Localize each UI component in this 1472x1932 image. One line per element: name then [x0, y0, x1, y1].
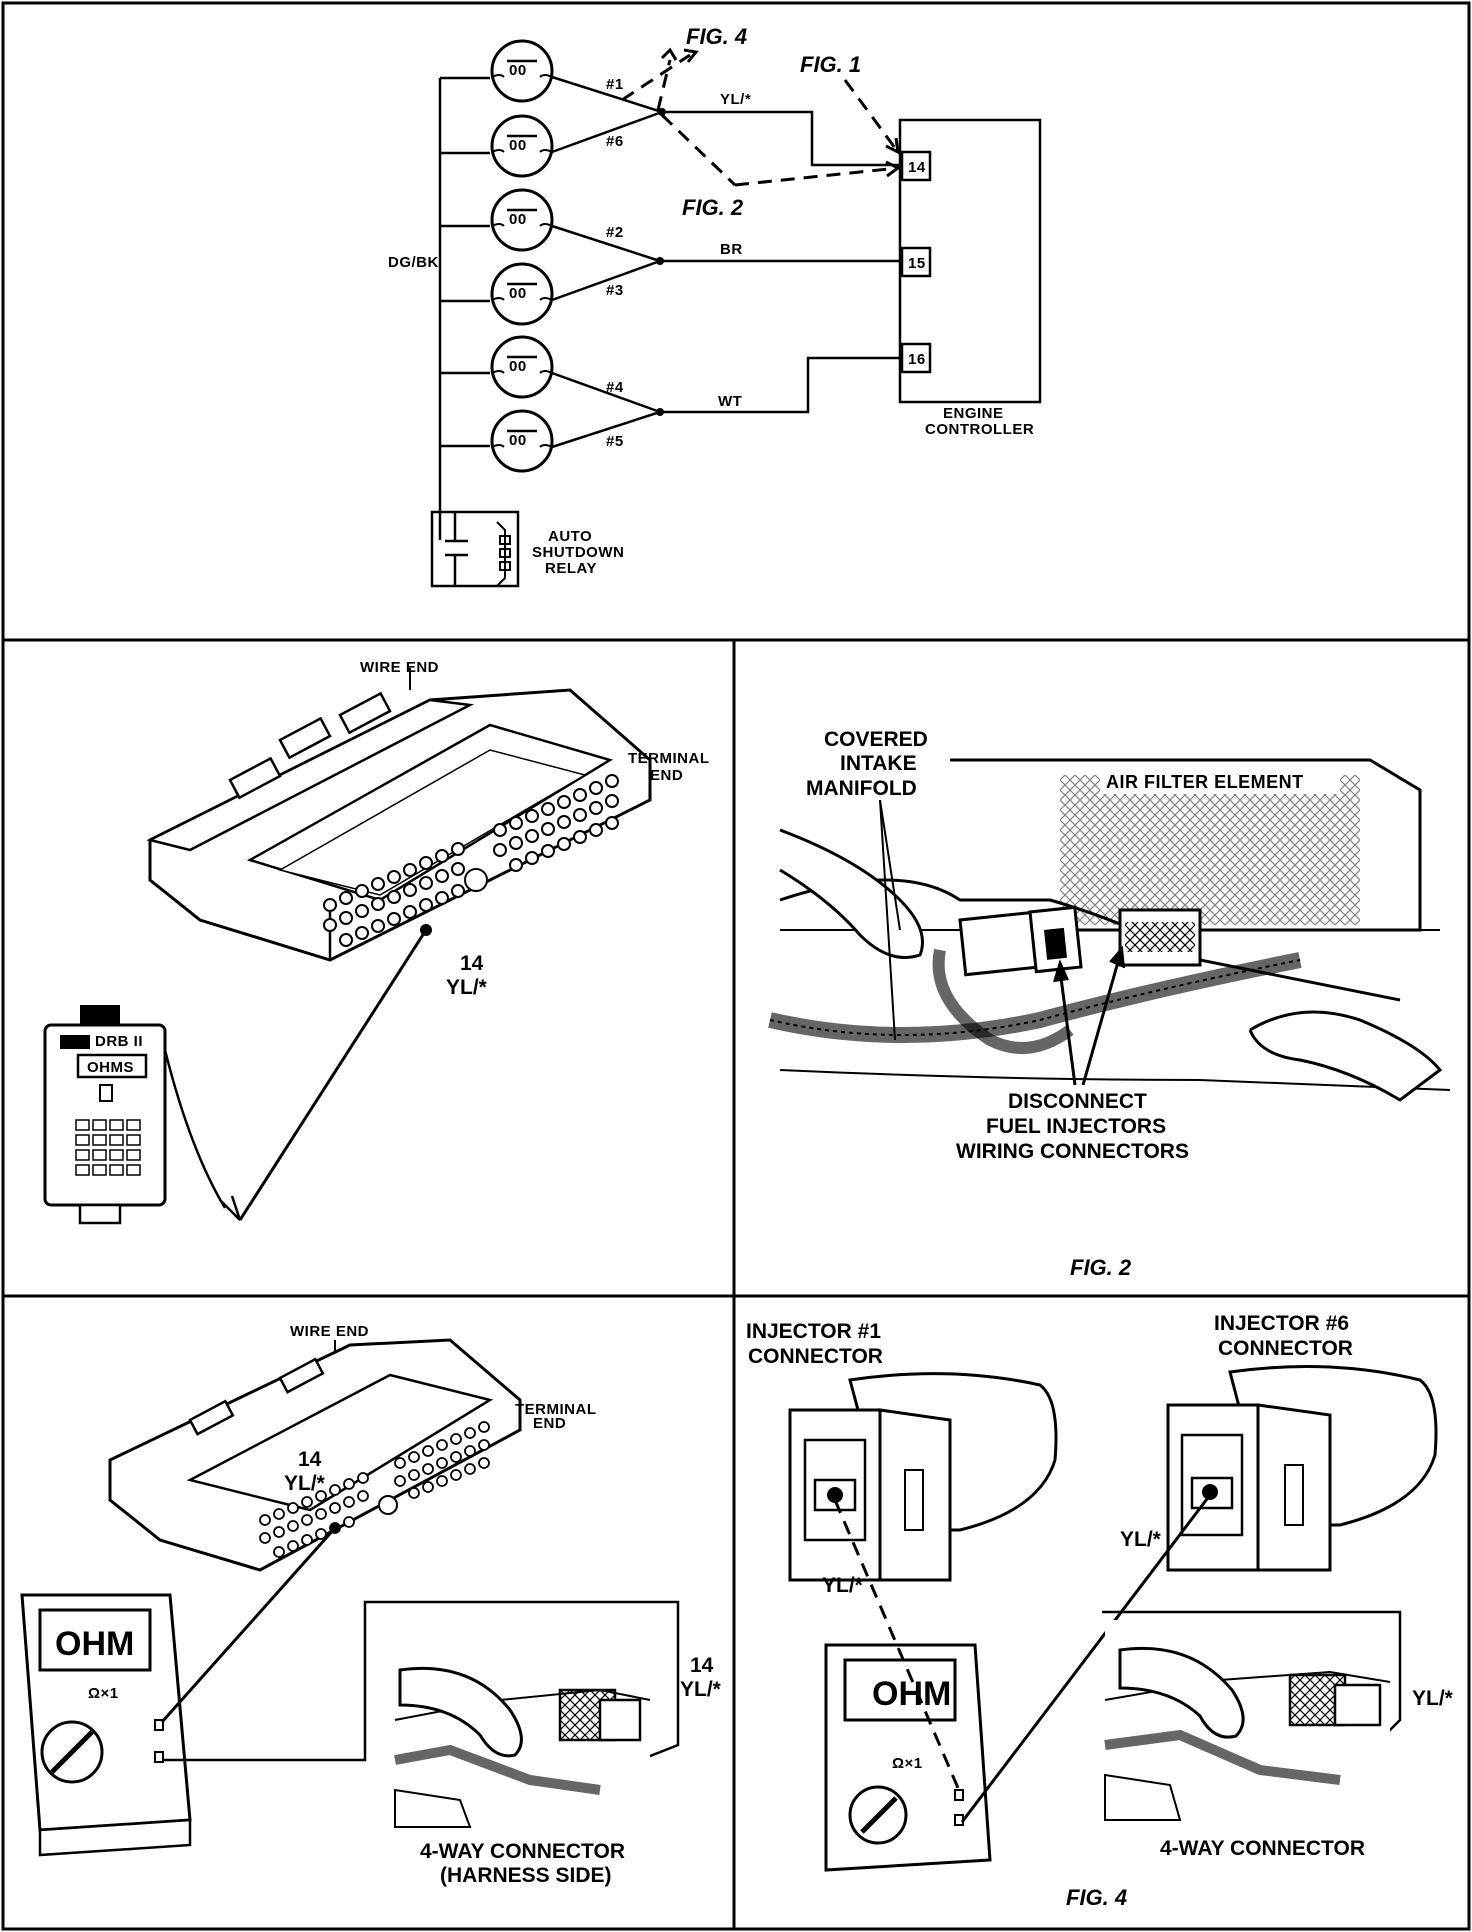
fig4-yl-right: YL/*	[1412, 1687, 1454, 1710]
relay-label-3: RELAY	[545, 560, 597, 577]
injector-1-connector	[788, 1372, 1058, 1582]
disconnect-label-1: DISCONNECT	[1008, 1090, 1147, 1113]
injector-symbol: 00	[509, 432, 527, 449]
fig1-wire-end-label: WIRE END	[360, 659, 439, 676]
fig4-yl-mid: YL/*	[1120, 1528, 1162, 1551]
injector-label-3: #3	[606, 282, 624, 299]
fuel-injector-connector	[1118, 908, 1202, 967]
injector-label-6: #6	[606, 133, 624, 150]
covered-label-2: INTAKE	[840, 752, 917, 775]
fig3-pin-wire: YL/*	[284, 1472, 326, 1495]
fig3-connector-label-1: 4-WAY CONNECTOR	[420, 1840, 625, 1863]
fig3-side-number: 14	[690, 1654, 714, 1677]
injector-6-connector	[1166, 1365, 1438, 1572]
meter-display: OHM	[55, 1625, 134, 1663]
fig1-pointer-label: FIG. 1	[800, 52, 861, 77]
fig4-connector-label: 4-WAY CONNECTOR	[1160, 1837, 1365, 1860]
fig3-harness-test-panel: WIRE END TERMINAL END 14 YL/* OHM Ω×1 14…	[20, 1323, 722, 1887]
pin-15: 15	[908, 255, 926, 272]
injector-symbol: 00	[509, 62, 527, 79]
ohmmeter: OHM Ω×1	[824, 1643, 992, 1872]
wiring-schematic: DG/BK 00 00 00 00 00 00 #1 #6 #2 #3 #4 #…	[388, 24, 1042, 588]
fig1-end-label: END	[650, 767, 683, 784]
fig2-disconnect-panel: AIR FILTER ELEMENT COVERED INTAKE MANIFO…	[768, 728, 1451, 1280]
drb-scan-tool: DRB II OHMS	[43, 1005, 167, 1225]
connector-inset-photo	[394, 1642, 651, 1828]
drb-display: OHMS	[87, 1059, 134, 1076]
relay-label-1: AUTO	[548, 528, 592, 545]
injector-label-5: #5	[606, 433, 624, 450]
inj1-label-1: INJECTOR #1	[746, 1320, 881, 1343]
meter-range: Ω×1	[88, 1685, 119, 1702]
injector-symbol: 00	[509, 137, 527, 154]
relay-label-2: SHUTDOWN	[532, 544, 624, 561]
injector-label-1: #1	[606, 76, 624, 93]
engine-controller	[898, 118, 1042, 404]
fig3-connector-label-2: (HARNESS SIDE)	[440, 1864, 612, 1887]
fig4-caption: FIG. 4	[1066, 1885, 1127, 1910]
controller-label-2: CONTROLLER	[925, 421, 1034, 438]
fig4-pointer-label: FIG. 4	[686, 24, 747, 49]
injector-symbol: 00	[509, 285, 527, 302]
ohmmeter: OHM Ω×1	[20, 1593, 192, 1857]
auto-shutdown-relay	[430, 510, 520, 588]
drb-brand: DRB II	[95, 1033, 143, 1050]
covered-label-3: MANIFOLD	[806, 777, 917, 800]
fig3-end-label: END	[533, 1415, 566, 1432]
fig3-pin-number: 14	[298, 1448, 322, 1471]
fig3-side-wire: YL/*	[680, 1678, 722, 1701]
controller-label-1: ENGINE	[943, 405, 1004, 422]
fig1-ohms-test-panel: WIRE END TERMINAL END 14 YL/* DRB II OHM…	[43, 659, 710, 1225]
fig2-caption: FIG. 2	[1070, 1255, 1132, 1280]
fig4-injector-connector-panel: INJECTOR #1 CONNECTOR INJECTOR #6 CONNEC…	[746, 1312, 1454, 1910]
covered-label-1: COVERED	[824, 728, 928, 751]
fuel-injector-connector	[958, 905, 1083, 977]
fig3-terminal-label: TERMINAL	[515, 1401, 597, 1418]
fig1-pin-number: 14	[460, 952, 484, 975]
fig1-pin-wire: YL/*	[446, 976, 488, 999]
wire-label-wt: WT	[718, 393, 742, 410]
disconnect-label-2: FUEL INJECTORS	[986, 1115, 1166, 1138]
injector-symbol: 00	[509, 358, 527, 375]
inj6-label-1: INJECTOR #6	[1214, 1312, 1349, 1335]
wire-label-br: BR	[720, 241, 743, 258]
injector-label-4: #4	[606, 379, 624, 396]
connector-inset-photo	[1104, 1620, 1391, 1821]
meter-range: Ω×1	[892, 1755, 923, 1772]
disconnect-label-3: WIRING CONNECTORS	[956, 1140, 1189, 1163]
fig3-wire-end-label: WIRE END	[290, 1323, 369, 1340]
fig1-terminal-label: TERMINAL	[628, 750, 710, 767]
pin-16: 16	[908, 351, 926, 368]
fig2-pointer-label: FIG. 2	[682, 195, 744, 220]
air-filter-label: AIR FILTER ELEMENT	[1106, 772, 1304, 792]
injector-symbol: 00	[509, 211, 527, 228]
inj1-label-2: CONNECTOR	[748, 1345, 883, 1368]
wire-label-dgbk: DG/BK	[388, 254, 439, 271]
wire-label-yl: YL/*	[720, 91, 751, 108]
fig4-yl-left: YL/*	[822, 1574, 864, 1597]
inj6-label-2: CONNECTOR	[1218, 1337, 1353, 1360]
pin-14: 14	[908, 159, 926, 176]
injector-label-2: #2	[606, 224, 624, 241]
